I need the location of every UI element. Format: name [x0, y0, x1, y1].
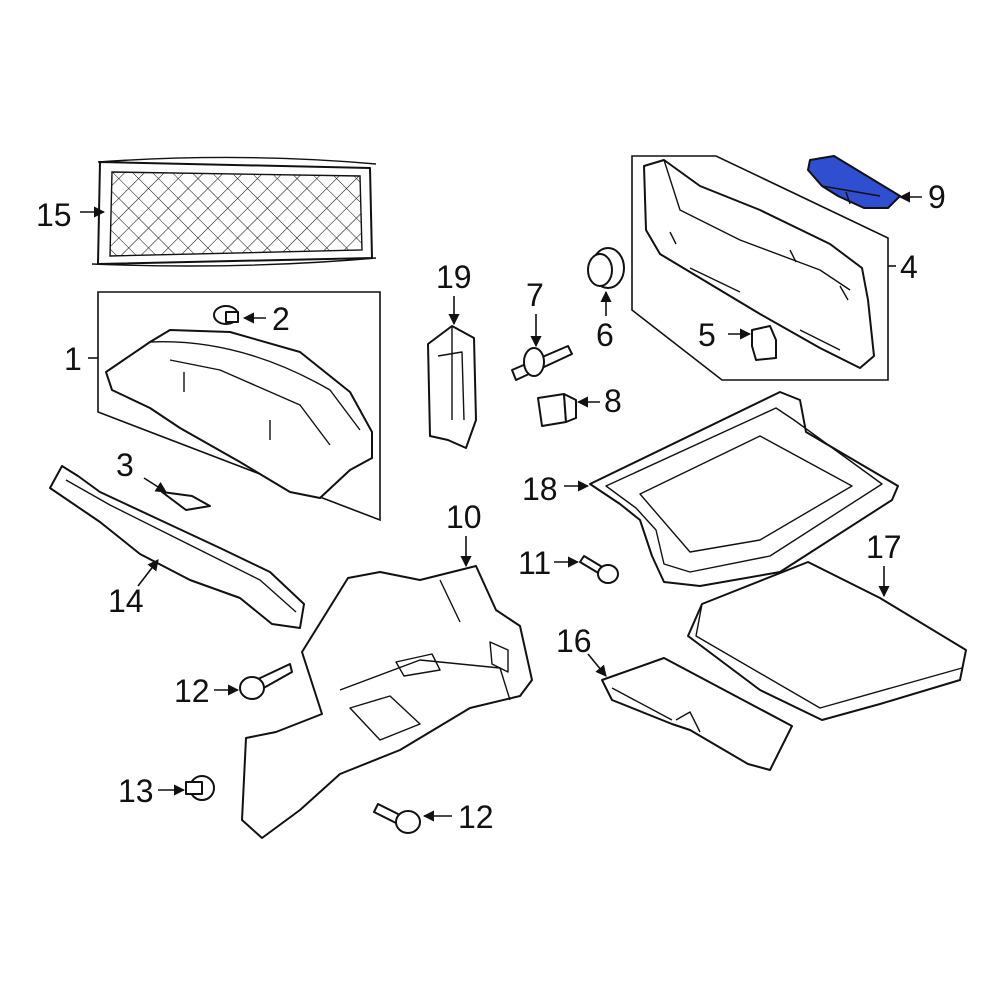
- part-6-grommet: [587, 247, 625, 289]
- callout-9: 9: [898, 179, 946, 215]
- part-14-rail: [49, 465, 305, 629]
- callout-4: 4: [888, 249, 918, 285]
- svg-text:12: 12: [458, 799, 494, 835]
- callout-15: 15: [36, 197, 106, 233]
- svg-text:17: 17: [866, 529, 902, 565]
- svg-text:13: 13: [118, 773, 154, 809]
- part-8-nut-clip: [537, 393, 577, 427]
- svg-text:4: 4: [900, 249, 918, 285]
- svg-text:5: 5: [698, 317, 716, 353]
- callout-14: 14: [108, 559, 159, 619]
- part-9-cover: [807, 155, 901, 209]
- part-15-cargo-net: [91, 156, 377, 267]
- part-5-clip: [751, 325, 777, 361]
- callout-17: 17: [866, 529, 902, 598]
- callout-13: 13: [118, 773, 186, 809]
- svg-text:18: 18: [522, 471, 558, 507]
- svg-text:10: 10: [446, 499, 482, 535]
- callout-6: 6: [596, 290, 614, 353]
- part-13-plug: [185, 775, 215, 801]
- part-16-sill-plate: [601, 657, 793, 771]
- svg-text:3: 3: [116, 447, 134, 483]
- part-12-bolt-upper: [239, 663, 293, 700]
- svg-text:14: 14: [108, 583, 144, 619]
- svg-text:9: 9: [928, 179, 946, 215]
- callout-5: 5: [698, 317, 752, 353]
- part-9-highlight: [807, 155, 901, 209]
- svg-text:7: 7: [526, 277, 544, 313]
- part-17-floor-board: [687, 561, 967, 721]
- callout-2: 2: [242, 301, 290, 337]
- callout-3: 3: [116, 447, 167, 493]
- part-1-package-tray: [105, 329, 373, 499]
- part-4-trim-panel: [643, 159, 875, 369]
- part-19-bracket: [427, 325, 477, 449]
- callout-10: 10: [446, 499, 482, 568]
- part-12-bolt-lower: [373, 803, 421, 834]
- svg-text:1: 1: [64, 341, 82, 377]
- callout-12-lower: 12: [422, 799, 494, 835]
- part-1-frame: [97, 291, 381, 522]
- callout-12-upper: 12: [174, 673, 240, 709]
- svg-text:16: 16: [556, 623, 592, 659]
- svg-text:2: 2: [272, 301, 290, 337]
- callout-18: 18: [522, 471, 590, 507]
- part-3-clip: [161, 491, 211, 511]
- svg-text:19: 19: [436, 259, 472, 295]
- svg-text:12: 12: [174, 673, 210, 709]
- callout-7: 7: [526, 277, 544, 348]
- part-18-trunk-tray: [589, 391, 899, 587]
- callout-8: 8: [576, 383, 622, 419]
- part-11-bolt: [579, 555, 619, 584]
- callout-1: 1: [64, 341, 98, 377]
- svg-text:8: 8: [604, 383, 622, 419]
- part-10-wheel-well-panel: [241, 565, 533, 839]
- callout-16: 16: [556, 623, 607, 677]
- svg-text:11: 11: [518, 545, 551, 581]
- svg-text:15: 15: [36, 197, 72, 233]
- callout-11: 11: [518, 545, 580, 581]
- part-2-push-pin: [213, 305, 239, 325]
- part-4-frame: [631, 155, 889, 381]
- svg-text:6: 6: [596, 317, 614, 353]
- part-7-push-rivet: [511, 345, 573, 381]
- callout-19: 19: [436, 259, 472, 326]
